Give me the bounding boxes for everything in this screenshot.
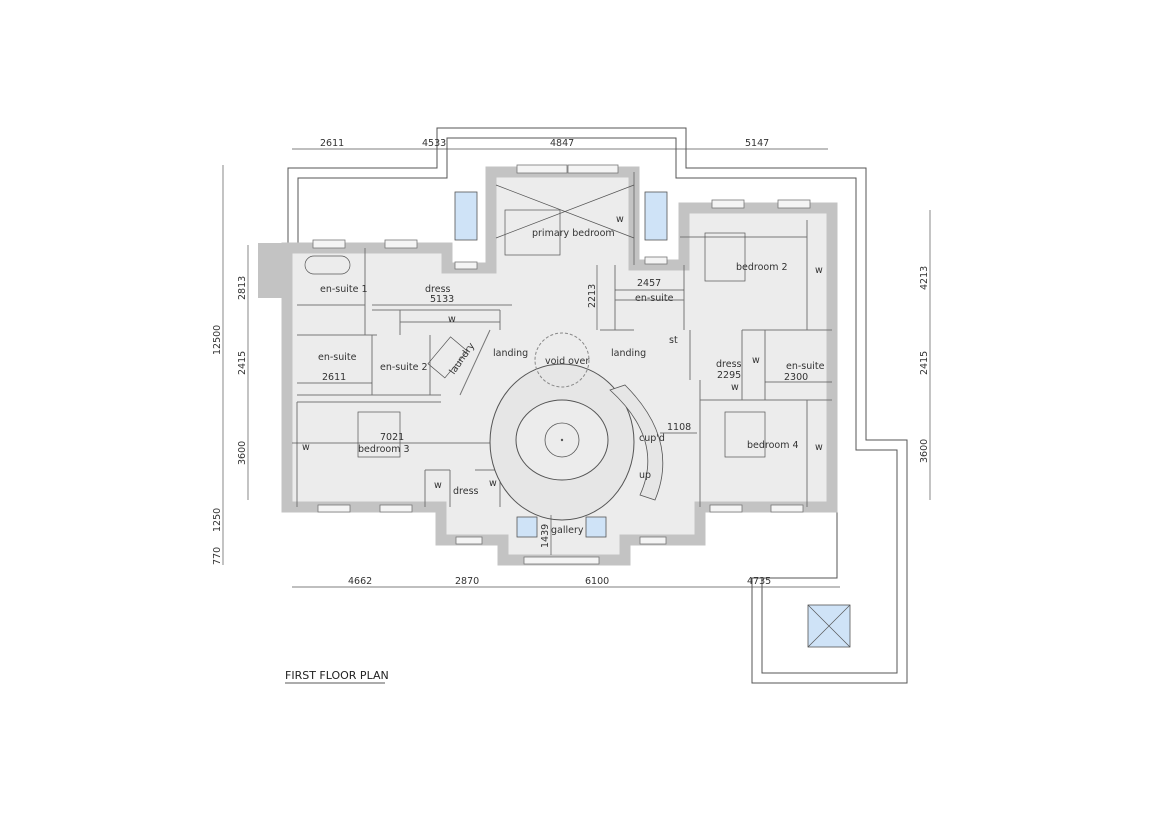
spiral-staircase — [489, 332, 664, 521]
dim-left-total: 12500 — [212, 325, 223, 355]
label-dress-top: dress — [425, 284, 451, 295]
label-en-suite-top-right: en-suite — [635, 293, 674, 304]
label-wardrobe: w — [815, 265, 823, 276]
label-wardrobe: w — [616, 214, 624, 225]
label-gallery: gallery — [551, 525, 584, 536]
bed-3 — [357, 411, 401, 458]
plan-title: FIRST FLOOR PLAN — [285, 669, 389, 682]
label-wardrobe: w — [448, 314, 456, 325]
dim-left-5: 770 — [212, 547, 223, 565]
outer-dimensions: 2611 4533 4847 5147 4662 2870 6100 4735 … — [212, 138, 931, 588]
label-dress-bottom: dress — [453, 486, 479, 497]
dim-en-suite-left: 2611 — [322, 372, 346, 383]
dim-right-1: 4213 — [919, 266, 930, 290]
bed-2 — [704, 232, 746, 282]
label-wardrobe: w — [752, 355, 760, 366]
bed-4 — [724, 411, 766, 458]
dim-top-2: 4533 — [422, 138, 446, 149]
label-wardrobe: w — [434, 480, 442, 491]
label-en-suite-right: en-suite — [786, 361, 825, 372]
dim-bedroom-3: 7021 — [380, 432, 404, 443]
dim-top-4: 5147 — [745, 138, 769, 149]
dim-bottom-1: 4662 — [348, 576, 372, 587]
dim-primary-height: 2213 — [587, 284, 598, 308]
dim-left-2: 2415 — [237, 351, 248, 375]
label-wardrobe: w — [302, 442, 310, 453]
partitions — [296, 172, 832, 507]
dim-top-3: 4847 — [550, 138, 574, 149]
dim-right-2: 2415 — [919, 351, 930, 375]
void-over-circle — [534, 332, 590, 388]
terrace-outline — [287, 127, 908, 684]
dim-bottom-2: 2870 — [455, 576, 479, 587]
label-bedroom-4: bedroom 4 — [747, 440, 799, 451]
label-cupd: cup'd — [639, 433, 665, 444]
label-en-suite-2: en-suite 2 — [380, 362, 428, 373]
dim-left-3: 3600 — [237, 441, 248, 465]
label-landing-left: landing — [493, 348, 528, 359]
skylight-right — [644, 191, 668, 241]
dim-dress-right: 2295 — [717, 370, 741, 381]
room-labels: primary bedroom bedroom 2 bedroom 3 bedr… — [302, 214, 825, 536]
bath-tub — [304, 255, 351, 275]
label-landing-right: landing — [611, 348, 646, 359]
label-up: up — [639, 470, 651, 481]
armchair-left — [516, 516, 538, 538]
inner-dimensions: 5133 2213 2457 2611 2295 2300 7021 1108 … — [292, 265, 832, 555]
skylight-left — [454, 191, 478, 241]
dim-bottom-3: 6100 — [585, 576, 609, 587]
label-primary-bedroom: primary bedroom — [532, 228, 615, 239]
dim-en-suite-right: 2300 — [784, 372, 808, 383]
dim-left-4: 1250 — [212, 508, 223, 532]
label-st: st — [669, 335, 678, 346]
laundry-box — [427, 336, 468, 379]
dim-bottom-4: 4735 — [747, 576, 771, 587]
label-wardrobe: w — [489, 478, 497, 489]
label-en-suite-1: en-suite 1 — [320, 284, 368, 295]
dim-right-3: 3600 — [919, 439, 930, 463]
dim-top-1: 2611 — [320, 138, 344, 149]
dim-dress-top: 5133 — [430, 294, 454, 305]
label-void-over: void over — [545, 356, 589, 367]
label-dress-right: dress — [716, 359, 742, 370]
chimney — [258, 243, 286, 298]
label-bedroom-3: bedroom 3 — [358, 444, 410, 455]
label-wardrobe: w — [731, 382, 739, 393]
dim-en-suite-top-right: 2457 — [637, 278, 661, 289]
label-bedroom-2: bedroom 2 — [736, 262, 788, 273]
windows — [312, 164, 811, 565]
dim-gallery: 1439 — [540, 524, 551, 548]
armchair-right — [585, 516, 607, 538]
dim-cupd: 1108 — [667, 422, 691, 433]
label-en-suite-left: en-suite — [318, 352, 357, 363]
bed-primary — [504, 209, 561, 256]
dim-left-1: 2813 — [237, 276, 248, 300]
label-wardrobe: w — [815, 442, 823, 453]
